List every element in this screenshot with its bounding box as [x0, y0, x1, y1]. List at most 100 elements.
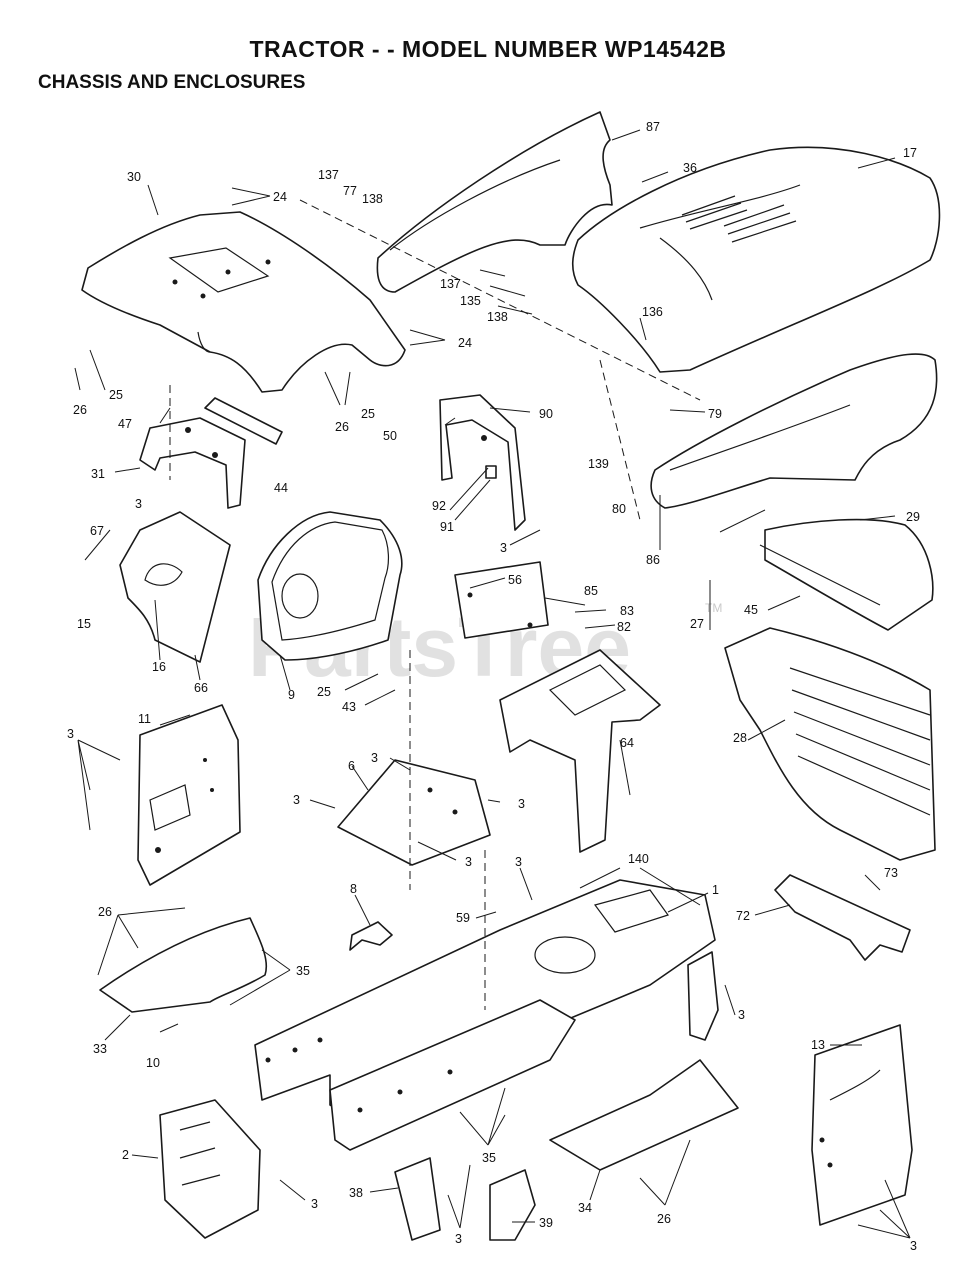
part-29-rear-panel[interactable] — [759, 518, 934, 631]
label-59: 59 — [456, 911, 470, 925]
label-43: 43 — [342, 700, 356, 714]
label-47: 47 — [118, 417, 132, 431]
part-13-right-side-plate[interactable] — [811, 1024, 913, 1226]
label-26: 26 — [98, 905, 112, 919]
label-77: 77 — [343, 184, 357, 198]
label-3: 3 — [518, 797, 525, 811]
label-50: 50 — [383, 429, 397, 443]
part-64-frame-support[interactable] — [499, 649, 661, 853]
label-3: 3 — [515, 855, 522, 869]
label-26: 26 — [657, 1212, 671, 1226]
part-6-floor-plate[interactable] — [337, 759, 491, 866]
label-67: 67 — [90, 524, 104, 538]
label-135: 135 — [460, 294, 481, 308]
label-35: 35 — [296, 964, 310, 978]
part-72-front-brace[interactable] — [774, 874, 911, 961]
label-33: 33 — [93, 1042, 107, 1056]
part-33-footrest-cover[interactable] — [99, 917, 268, 1013]
label-92: 92 — [432, 499, 446, 513]
section-subtitle: CHASSIS AND ENCLOSURES — [38, 72, 306, 93]
part-44-plate[interactable] — [204, 397, 283, 445]
label-56: 56 — [508, 573, 522, 587]
label-25: 25 — [361, 407, 375, 421]
label-91: 91 — [440, 520, 454, 534]
label-36: 36 — [683, 161, 697, 175]
part-11-left-side-plate[interactable] — [137, 704, 241, 886]
label-31: 31 — [91, 467, 105, 481]
label-3: 3 — [135, 497, 142, 511]
label-72: 72 — [736, 909, 750, 923]
part-87-side-panel[interactable] — [376, 111, 613, 293]
label-85: 85 — [584, 584, 598, 598]
label-79: 79 — [708, 407, 722, 421]
label-136: 136 — [642, 305, 663, 319]
label-139: 139 — [588, 457, 609, 471]
part-86-hood-side[interactable] — [650, 353, 938, 509]
part-17-hood[interactable] — [571, 146, 941, 373]
label-8: 8 — [350, 882, 357, 896]
label-3: 3 — [371, 751, 378, 765]
part-28-front-grille[interactable] — [724, 627, 936, 861]
label-87: 87 — [646, 120, 660, 134]
label-25: 25 — [109, 388, 123, 402]
label-34: 34 — [578, 1201, 592, 1215]
label-24: 24 — [273, 190, 287, 204]
part-66-shield[interactable] — [119, 511, 231, 663]
part-30-fender[interactable] — [81, 211, 406, 393]
label-27: 27 — [690, 617, 704, 631]
label-138: 138 — [487, 310, 508, 324]
label-17: 17 — [903, 146, 917, 160]
label-38: 38 — [349, 1186, 363, 1200]
part-38-bracket[interactable] — [394, 1157, 441, 1241]
label-11: 11 — [138, 712, 151, 726]
label-90: 90 — [539, 407, 553, 421]
part-front-axle-bracket[interactable] — [687, 951, 719, 1041]
label-82: 82 — [617, 620, 631, 634]
part-56-bracket[interactable] — [454, 561, 549, 639]
label-29: 29 — [906, 510, 920, 524]
part-31-mount-bracket[interactable] — [139, 417, 246, 509]
part-labels: 87 36 17 30 24 137 77 138 137 135 138 13… — [67, 120, 920, 1253]
label-13: 13 — [811, 1038, 825, 1052]
label-138: 138 — [362, 192, 383, 206]
label-9: 9 — [288, 688, 295, 702]
label-66: 66 — [194, 681, 208, 695]
leader-lines — [74, 129, 911, 1239]
label-2: 2 — [122, 1148, 129, 1162]
label-3: 3 — [67, 727, 74, 741]
label-16: 16 — [152, 660, 166, 674]
label-3: 3 — [293, 793, 300, 807]
label-6: 6 — [348, 759, 355, 773]
part-39-bracket[interactable] — [489, 1169, 536, 1241]
part-34-floor-shield[interactable] — [549, 1059, 739, 1171]
label-83: 83 — [620, 604, 634, 618]
watermark-trademark: TM — [705, 601, 722, 615]
label-3: 3 — [311, 1197, 318, 1211]
part-2-front-plate[interactable] — [159, 1099, 261, 1239]
label-26: 26 — [335, 420, 349, 434]
label-24: 24 — [458, 336, 472, 350]
part-9-dash-console[interactable] — [257, 511, 403, 661]
label-10: 10 — [146, 1056, 160, 1070]
part-8-clip[interactable] — [349, 921, 393, 951]
page-title: TRACTOR - - MODEL NUMBER WP14542B — [249, 36, 727, 62]
label-25: 25 — [317, 685, 331, 699]
label-45: 45 — [744, 603, 758, 617]
label-1: 1 — [712, 883, 719, 897]
part-50-bracket[interactable] — [439, 394, 526, 531]
label-30: 30 — [127, 170, 141, 184]
label-26: 26 — [73, 403, 87, 417]
label-15: 15 — [77, 617, 91, 631]
label-86: 86 — [646, 553, 660, 567]
label-64: 64 — [620, 736, 634, 750]
hood-grille-vents — [681, 195, 797, 243]
label-3: 3 — [465, 855, 472, 869]
label-39: 39 — [539, 1216, 553, 1230]
label-3: 3 — [500, 541, 507, 555]
label-140: 140 — [628, 852, 649, 866]
label-137: 137 — [440, 277, 461, 291]
label-35: 35 — [482, 1151, 496, 1165]
label-3: 3 — [455, 1232, 462, 1246]
label-3: 3 — [910, 1239, 917, 1253]
